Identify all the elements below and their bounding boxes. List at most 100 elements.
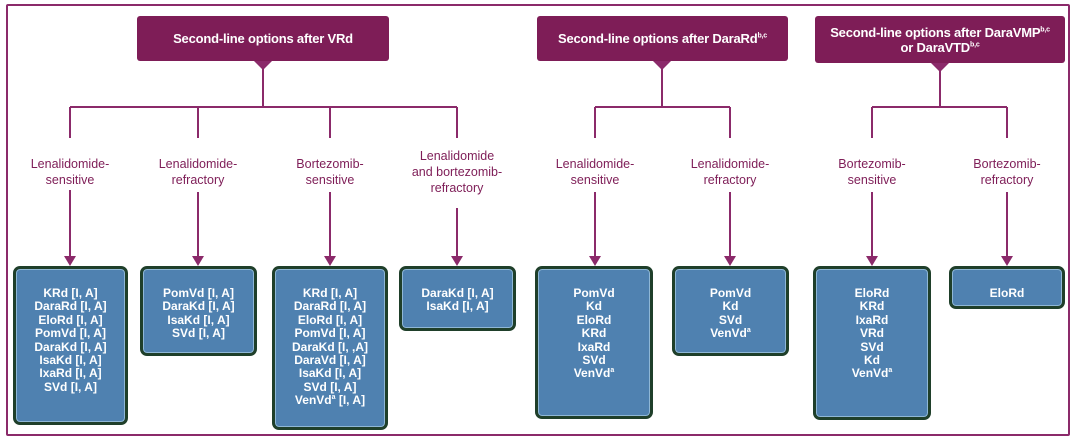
option-item: SVd bbox=[816, 340, 928, 354]
branch-label-bort-sensitive-2: Bortezomib-sensitive bbox=[807, 156, 937, 188]
option-text: SVd bbox=[582, 353, 606, 368]
label-line: refractory bbox=[171, 173, 225, 187]
option-item: DaraKd [I, A] bbox=[143, 300, 254, 313]
header-after-vrd: Second-line options after VRd bbox=[137, 16, 389, 61]
label-line: Lenalidomide- bbox=[690, 157, 770, 171]
label-line: Lenalidomide- bbox=[30, 157, 110, 171]
arrow-head bbox=[1001, 256, 1013, 266]
branch-label-len-refractory: Lenalidomide-refractory bbox=[133, 156, 263, 188]
option-text: PomVd bbox=[709, 286, 752, 300]
option-item: PomVd bbox=[675, 286, 786, 300]
option-item: Kd bbox=[675, 300, 786, 313]
option-item: VenVda [I, A] bbox=[275, 394, 385, 407]
option-text: PomVd bbox=[573, 286, 615, 300]
option-superscript: a bbox=[888, 367, 893, 375]
option-item: EloRd [I, A] bbox=[16, 312, 125, 327]
label-line: sensitive bbox=[305, 173, 355, 187]
option-item: IxaRd bbox=[538, 339, 650, 354]
header-title: Second-line options after DaraRd bbox=[558, 31, 758, 46]
option-item: Kd bbox=[816, 353, 928, 368]
option-item: IsaKd [I, A] bbox=[16, 353, 125, 367]
option-item: SVd bbox=[675, 312, 786, 327]
option-superscript: a bbox=[610, 367, 615, 375]
option-item: KRd [I, A] bbox=[16, 286, 125, 300]
option-item: IsaKd [I, A] bbox=[143, 312, 254, 327]
option-text: DaraKd [I, A] bbox=[34, 339, 107, 354]
header-pointer bbox=[652, 60, 672, 70]
option-item: SVd [I, A] bbox=[16, 379, 125, 394]
option-item: VenVda bbox=[675, 327, 786, 340]
option-text: EloRd bbox=[989, 286, 1025, 300]
diagram-frame bbox=[6, 4, 1070, 436]
label-line: and bortezomib- bbox=[411, 165, 503, 179]
label-line: sensitive bbox=[570, 173, 620, 187]
option-text: Kd bbox=[722, 299, 739, 314]
option-text: VenVd bbox=[851, 366, 889, 381]
label-line: refractory bbox=[703, 173, 757, 187]
option-item: EloRd bbox=[816, 286, 928, 300]
arrow-head bbox=[724, 256, 736, 266]
header-superscript: b,c bbox=[757, 32, 767, 40]
option-superscript: a bbox=[331, 394, 336, 402]
branch-label-len-refractory-2: Lenalidomide-refractory bbox=[665, 156, 795, 188]
header-superscript: b,c bbox=[1040, 26, 1050, 34]
option-text: SVd [I, A] bbox=[44, 379, 97, 394]
option-item: Kd bbox=[538, 300, 650, 313]
option-text: DaraKd [I, A] bbox=[162, 299, 235, 314]
option-text: DaraRd [I, A] bbox=[293, 299, 367, 314]
option-item: IsaKd [I, A] bbox=[402, 300, 513, 313]
options-box-len-refractory: PomVd [I, A]DaraKd [I, A]IsaKd [I, A]SVd… bbox=[140, 266, 257, 356]
label-line: Lenalidomide- bbox=[555, 157, 635, 171]
option-text-suffix: [I, A] bbox=[335, 393, 366, 408]
option-superscript: a bbox=[746, 327, 751, 335]
option-text: DaraKd [I, A] bbox=[421, 286, 494, 300]
option-item: EloRd bbox=[538, 313, 650, 327]
option-text: KRd [I, A] bbox=[302, 286, 358, 300]
label-line: Bortezomib- bbox=[296, 157, 364, 171]
option-text: VenVd bbox=[573, 366, 611, 381]
option-item: EloRd [I, A] bbox=[275, 312, 385, 327]
branch-label-bort-sensitive: Bortezomib-sensitive bbox=[265, 156, 395, 188]
label-line: refractory bbox=[430, 181, 484, 195]
arrow-head bbox=[192, 256, 204, 266]
option-text: IsaKd [I, A] bbox=[167, 312, 230, 327]
option-text: IxaRd bbox=[577, 339, 611, 354]
option-text: VenVd bbox=[294, 393, 332, 408]
arrow-head bbox=[866, 256, 878, 266]
header-pointer bbox=[253, 60, 273, 70]
branch-label-bort-refractory: Bortezomib-refractory bbox=[942, 156, 1072, 188]
arrow-head bbox=[324, 256, 336, 266]
option-text: IsaKd [I, A] bbox=[298, 366, 362, 381]
option-text: IxaRd bbox=[855, 312, 889, 327]
arrow-head bbox=[64, 256, 76, 266]
option-item: DaraRd [I, A] bbox=[275, 300, 385, 313]
header-title: Second-line options after VRd bbox=[173, 31, 353, 46]
option-text: KRd [I, A] bbox=[43, 286, 98, 300]
option-item: KRd bbox=[538, 327, 650, 340]
arrow-head bbox=[451, 256, 463, 266]
branch-label-len-sensitive-2: Lenalidomide-sensitive bbox=[530, 156, 660, 188]
branch-label-len-sensitive: Lenalidomide-sensitive bbox=[5, 156, 135, 188]
option-text: KRd bbox=[859, 299, 885, 314]
option-item: DaraKd [I, ,A] bbox=[275, 339, 385, 354]
option-text: IsaKd [I, A] bbox=[426, 299, 489, 314]
option-text: DaraVd [I, A] bbox=[294, 353, 366, 368]
option-item: DaraKd [I, A] bbox=[16, 339, 125, 354]
option-item: IxaRd [I, A] bbox=[16, 367, 125, 380]
option-item: IsaKd [I, A] bbox=[275, 367, 385, 380]
option-text: EloRd [I, A] bbox=[297, 312, 363, 327]
option-text: DaraRd [I, A] bbox=[34, 299, 107, 314]
label-line: sensitive bbox=[847, 173, 897, 187]
option-text: DaraKd [I, ,A] bbox=[291, 339, 368, 354]
option-text: EloRd [I, A] bbox=[38, 312, 103, 327]
option-text: Kd bbox=[864, 353, 880, 368]
label-line: Bortezomib- bbox=[973, 157, 1041, 171]
option-text: SVd bbox=[718, 312, 743, 327]
option-item: EloRd bbox=[952, 286, 1062, 300]
option-text: VenVd bbox=[710, 326, 747, 341]
